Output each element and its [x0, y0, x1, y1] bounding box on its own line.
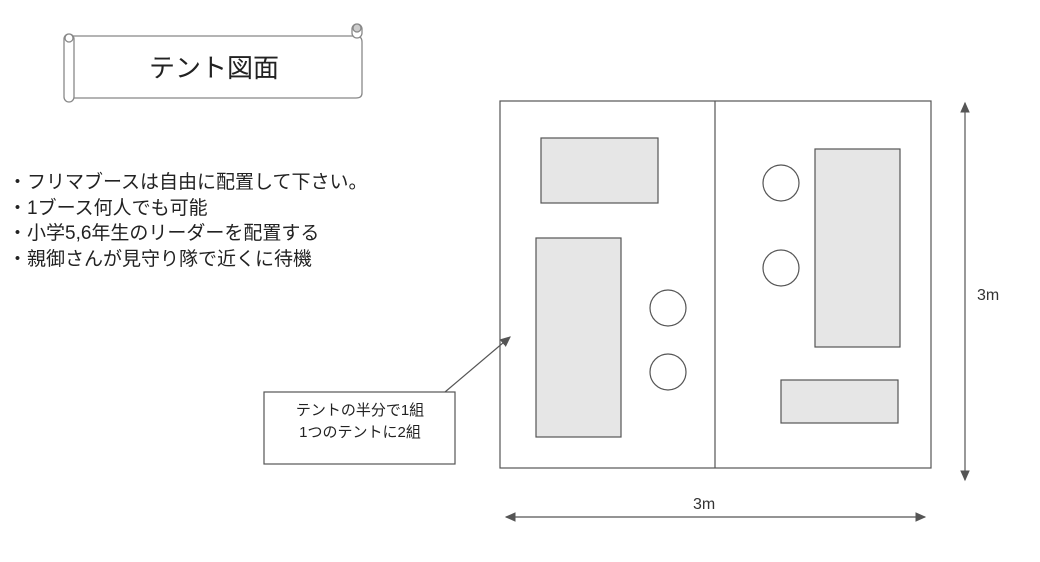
- note-item: ・親御さんが見守り隊で近くに待機: [8, 248, 313, 270]
- callout-arrow: [444, 336, 511, 393]
- callout-line-1: テントの半分で1組: [295, 402, 425, 419]
- note-item: ・小学5,6年生のリーダーを配置する: [8, 223, 320, 244]
- note-item: ・フリマブースは自由に配置して下さい。: [8, 172, 368, 193]
- height-label: 3m: [977, 287, 1000, 304]
- table-right-long: [814, 148, 901, 348]
- table-right-bottom: [780, 379, 899, 424]
- table-left-top: [540, 137, 659, 204]
- chair-right-1: [762, 164, 800, 202]
- callout-text: テントの半分で1組 1つのテントに2組: [264, 400, 456, 444]
- table-left-long: [535, 237, 622, 438]
- title-scroll-banner: [63, 23, 363, 103]
- notes-list: ・フリマブースは自由に配置して下さい。 ・1ブース何人でも可能 ・小学5,6年生…: [8, 170, 367, 272]
- callout-line-2: 1つのテントに2組: [299, 424, 421, 441]
- width-label: 3m: [693, 496, 716, 513]
- note-item: ・1ブース何人でも可能: [8, 197, 208, 219]
- chair-left-2: [649, 353, 687, 391]
- page-title: テント図面: [148, 53, 279, 83]
- chair-right-2: [762, 249, 800, 287]
- chair-left-1: [649, 289, 687, 327]
- callout-box: [263, 391, 456, 465]
